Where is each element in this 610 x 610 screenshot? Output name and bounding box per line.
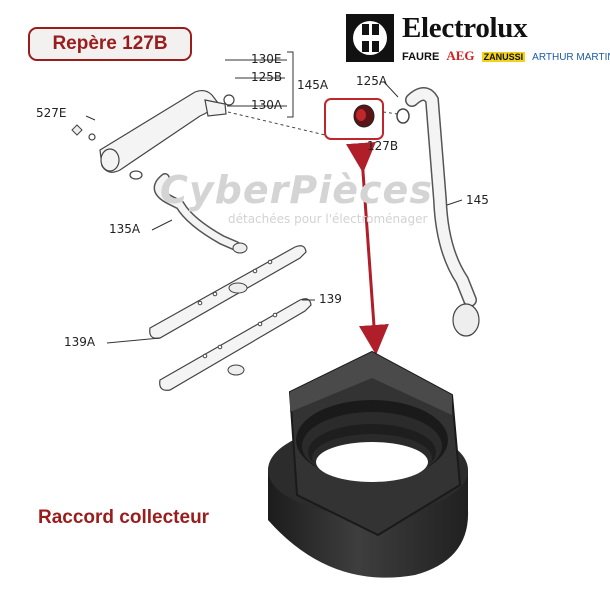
part-label: 139 [319,292,342,306]
part-label: 130A [251,98,283,112]
sub-brand-aeg: AEG [446,48,475,63]
upper-spray-arm [99,89,227,173]
part-label: 125B [251,70,283,84]
part-label: 145 [466,193,489,207]
pipe-135A-end [232,242,248,254]
watermark-title: CyberPièces [160,168,433,212]
part-label: 127B [367,139,399,153]
watermark-subtitle: détachées pour l'électroménager [228,212,428,226]
brand-name: Electrolux [402,12,528,44]
connector-127B-photo [268,350,469,578]
brand-logo: Electrolux FAURE AEG ZANUSSI ARTHUR MART… [346,12,610,68]
part-label: 145A [297,78,329,92]
spray-bar-139 [159,298,312,391]
part-label: 125A [356,74,388,88]
spray-bar-139A [149,245,307,339]
double-arrow [345,141,389,355]
seal-125A [396,108,410,124]
nut-527E [71,124,83,136]
sub-brand-zanussi: ZANUSSI [481,52,526,62]
seal-130A [129,170,143,180]
part-label: 130E [251,52,282,66]
sub-brand-faure: FAURE [402,51,440,63]
sub-brands: FAURE AEG ZANUSSI ARTHUR MARTIN [402,48,610,64]
part-label: 527E [36,106,67,120]
guide-line [382,111,399,115]
connector-127B-thumb-inner [356,109,366,121]
part-reference-badge: Repère 127B [28,27,192,61]
seal-125B [223,94,235,106]
part-label: 135A [109,222,141,236]
pipe-145 [406,88,476,306]
part-label: 139A [64,335,96,349]
pipe-145-end [452,303,480,337]
guide-line [227,111,326,136]
seal-527E [88,133,96,141]
electrolux-logo-icon [346,14,394,62]
spray-hub-139 [227,364,245,376]
spray-hub-139A [228,282,248,294]
product-caption: Raccord collecteur [38,507,210,528]
pipe-135A [155,174,240,250]
leader-lines [85,51,463,344]
highlight-box-127B [324,98,384,140]
sub-brand-arthur-martin: ARTHUR MARTIN [532,52,610,63]
